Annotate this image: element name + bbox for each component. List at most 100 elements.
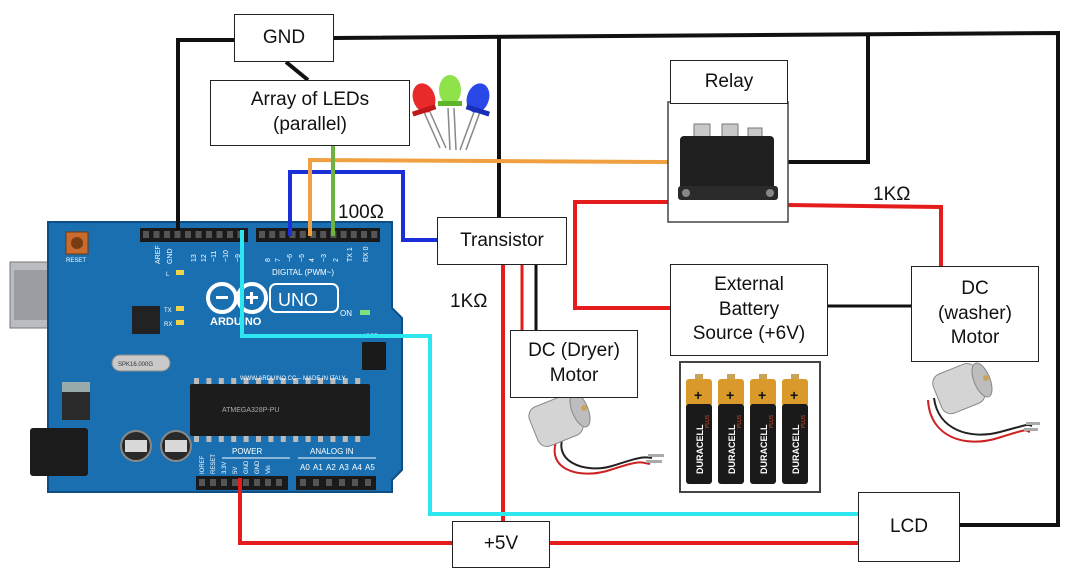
battery-box: External Battery Source (+6V) xyxy=(670,264,828,356)
analog-pin-label: A0 xyxy=(300,463,310,472)
arduino-uno-board: RESET DIGITAL (PWM~) ARDUINO UNO ON ICSP… xyxy=(10,222,402,492)
board-analog-text: ANALOG IN xyxy=(310,447,354,456)
power-pin-label: RESET xyxy=(211,454,217,474)
battery-sub-label: PLUS xyxy=(801,414,807,428)
wire-gnd-to-relay xyxy=(786,33,868,162)
battery-plus-label: + xyxy=(758,387,766,403)
leds-box: Array of LEDs (parallel) xyxy=(210,80,410,146)
chip-pin xyxy=(343,436,348,442)
pin-hole xyxy=(227,231,233,238)
power-pin-label: IOREF xyxy=(200,455,206,474)
pin-hole xyxy=(175,231,181,238)
lcd-label: LCD xyxy=(890,515,928,540)
board-reset-text: RESET xyxy=(66,258,86,264)
pin-hole xyxy=(259,231,265,238)
pin-hole xyxy=(279,231,285,238)
pin-hole xyxy=(352,479,358,486)
pin-hole xyxy=(365,479,371,486)
battery-brand-label: DURACELL xyxy=(759,424,769,474)
pin-hole xyxy=(341,231,347,238)
chip-pin xyxy=(231,378,236,384)
chip-pin xyxy=(318,436,323,442)
board-url-text: WWW.ARDUINO.CC – MADE IN ITALY xyxy=(240,376,345,382)
pin-hole xyxy=(269,231,275,238)
vcc-label: +5V xyxy=(484,532,518,557)
analog-pin-label: A4 xyxy=(352,463,362,472)
pin-hole xyxy=(221,479,227,486)
gnd-label: GND xyxy=(263,26,305,51)
pin-hole xyxy=(276,479,282,486)
analog-header xyxy=(296,476,376,490)
aa-battery-icon: + DURACELLPLUS xyxy=(686,374,712,484)
aa-battery-icon: +DURACELLPLUS xyxy=(718,374,744,484)
resistor-relay-label: 1KΩ xyxy=(873,184,910,206)
vcc-box: +5V xyxy=(452,521,550,568)
analog-pin-label: A2 xyxy=(326,463,336,472)
gnd-box: GND xyxy=(234,14,334,62)
battery-brand-label: DURACELL xyxy=(695,424,705,474)
board-crystal-text: SPK16.000G xyxy=(118,362,153,368)
chip-pin xyxy=(281,436,286,442)
led-cluster-icon xyxy=(409,75,493,150)
digital-pin-label: 12 xyxy=(201,254,208,262)
chip-pin xyxy=(206,378,211,384)
battery-sub-label: PLUS xyxy=(705,414,711,428)
pin-hole xyxy=(232,479,238,486)
pin-hole xyxy=(154,231,160,238)
led-tx xyxy=(176,306,184,311)
transistor-label: Transistor xyxy=(460,229,544,254)
chip-pin xyxy=(206,436,211,442)
chip-pin xyxy=(256,436,261,442)
resistor-transistor-label: 1KΩ xyxy=(450,291,487,313)
pin-hole xyxy=(217,231,223,238)
pin-hole xyxy=(243,479,249,486)
wire-relay-to-washer xyxy=(788,205,941,266)
digital-pin-label: 2 xyxy=(333,258,340,262)
header-label: GND xyxy=(167,248,174,264)
transistor-box: Transistor xyxy=(437,217,567,265)
chip-pin xyxy=(244,436,249,442)
battery-plus-label: + xyxy=(694,387,702,403)
power-pin-label: GND xyxy=(255,460,261,474)
pin-hole xyxy=(320,231,326,238)
chip-pin xyxy=(306,436,311,442)
chip-pin xyxy=(330,436,335,442)
board-on-text: ON xyxy=(340,309,352,318)
battery-sub-label: PLUS xyxy=(769,414,775,428)
led-l xyxy=(176,270,184,275)
chip-pin xyxy=(194,378,199,384)
pin-hole xyxy=(199,479,205,486)
chip-pin xyxy=(231,436,236,442)
pin-hole xyxy=(300,479,306,486)
washer-motor-box: DC (washer) Motor xyxy=(911,266,1039,362)
digital-pin-label: 13 xyxy=(191,254,198,262)
chip-pin xyxy=(219,436,224,442)
washer-motor-label: DC (washer) Motor xyxy=(938,277,1012,351)
leds-label: Array of LEDs (parallel) xyxy=(251,88,369,137)
battery-brand-label: DURACELL xyxy=(791,424,801,474)
digital-pin-label: ~11 xyxy=(211,251,218,262)
relay-label: Relay xyxy=(705,70,754,95)
power-pin-label: 3.3V xyxy=(222,462,228,474)
led-on xyxy=(360,310,370,315)
digital-pin-label: TX 1 xyxy=(347,247,354,262)
dc-power-jack xyxy=(30,428,88,476)
pin-hole xyxy=(361,231,367,238)
aa-battery-icon: + DURACELLPLUS xyxy=(782,374,808,484)
wire-relay-to-battery xyxy=(575,202,672,308)
icsp-header xyxy=(362,342,386,370)
pin-hole xyxy=(326,479,332,486)
battery-plus-label: + xyxy=(790,387,798,403)
pin-hole xyxy=(300,231,306,238)
board-rx-text: RX xyxy=(164,322,172,328)
board-chip-text: ATMEGA328P-PU xyxy=(222,407,279,414)
led-rx xyxy=(176,320,184,325)
relay-box: Relay xyxy=(670,60,788,104)
analog-pin-label: A1 xyxy=(313,463,323,472)
pin-hole xyxy=(371,231,377,238)
washer-motor-icon xyxy=(928,360,1040,441)
pin-hole xyxy=(206,231,212,238)
analog-pin-label: A5 xyxy=(365,463,375,472)
header-label: AREF xyxy=(155,245,162,264)
